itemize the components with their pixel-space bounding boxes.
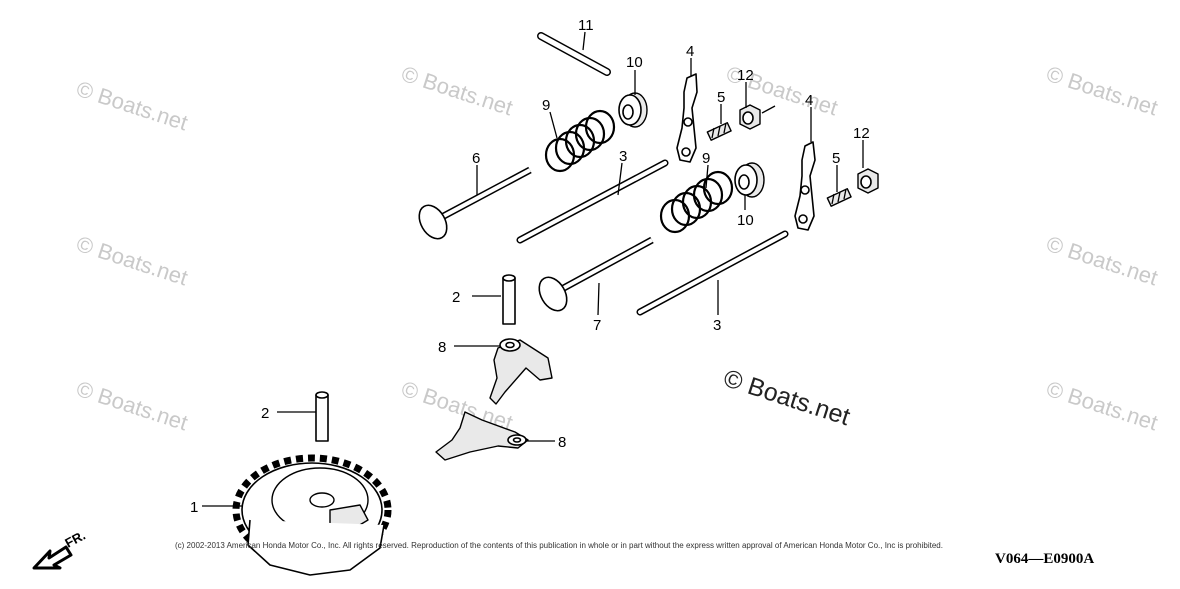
callout-12: 12	[853, 125, 870, 142]
callout-8: 8	[558, 434, 566, 451]
part-4-rocker-arm-upper[interactable]	[676, 73, 698, 163]
callout-2: 2	[452, 289, 460, 306]
center-watermark: © Boats.net	[720, 364, 853, 431]
part-12-nut-lower[interactable]	[857, 168, 879, 194]
watermark: © Boats.net	[73, 76, 190, 135]
part-8-tappet-lower[interactable]	[435, 411, 529, 461]
callout-5: 5	[717, 89, 725, 106]
watermark: © Boats.net	[1043, 376, 1160, 435]
diagram-code: V064—E0900A	[995, 551, 1094, 567]
watermark: © Boats.net	[398, 61, 515, 120]
callout-1: 1	[190, 499, 198, 516]
watermark: © Boats.net	[73, 231, 190, 290]
watermark: © Boats.net	[73, 376, 190, 435]
callout-4: 4	[686, 43, 694, 60]
callout-4: 4	[805, 92, 813, 109]
callout-9: 9	[702, 150, 710, 167]
part-10-retainer-upper[interactable]	[618, 92, 648, 128]
part-2-pin-lower[interactable]	[315, 391, 329, 442]
callout-3: 3	[713, 317, 721, 334]
callout-7: 7	[593, 317, 601, 334]
part-7-valve[interactable]	[534, 236, 654, 316]
callout-10: 10	[737, 212, 754, 229]
callout-10: 10	[626, 54, 643, 71]
part-5-adjuster-lower[interactable]	[826, 188, 852, 207]
part-12-nut-upper[interactable]	[739, 104, 776, 130]
copyright-notice: (c) 2002-2013 American Honda Motor Co., …	[175, 541, 943, 550]
watermark: © Boats.net	[1043, 231, 1160, 290]
part-4-rocker-arm-lower[interactable]	[794, 141, 816, 231]
part-2-pin-upper[interactable]	[502, 274, 516, 325]
part-10-retainer-lower[interactable]	[734, 162, 765, 198]
part-3-push-rod-upper[interactable]	[516, 159, 669, 244]
watermark: © Boats.net	[1043, 61, 1160, 120]
callout-3: 3	[619, 148, 627, 165]
part-1-camshaft-gear[interactable]	[232, 454, 392, 576]
part-9-spring-lower[interactable]	[659, 170, 734, 234]
watermark-layer: © Boats.net © Boats.net © Boats.net © Bo…	[73, 61, 1160, 435]
callout-12: 12	[737, 67, 754, 84]
part-11-pin[interactable]	[537, 32, 611, 76]
callout-labels: 11 10 4 12 5 9 4 12 6 3 9 5 10 2 7 3 8 2…	[190, 17, 870, 516]
callout-6: 6	[472, 150, 480, 167]
callout-11: 11	[578, 17, 594, 34]
part-5-adjuster-upper[interactable]	[706, 122, 732, 141]
front-direction-arrow-icon	[32, 545, 73, 570]
part-9-spring-upper[interactable]	[544, 109, 616, 173]
part-8-tappet-upper[interactable]	[489, 338, 553, 405]
callout-8: 8	[438, 339, 446, 356]
callout-5: 5	[832, 150, 840, 167]
part-3-push-rod-lower[interactable]	[636, 230, 789, 316]
callout-2: 2	[261, 405, 269, 422]
callout-9: 9	[542, 97, 550, 114]
part-6-valve[interactable]	[414, 166, 532, 244]
leader-lines	[202, 31, 864, 507]
